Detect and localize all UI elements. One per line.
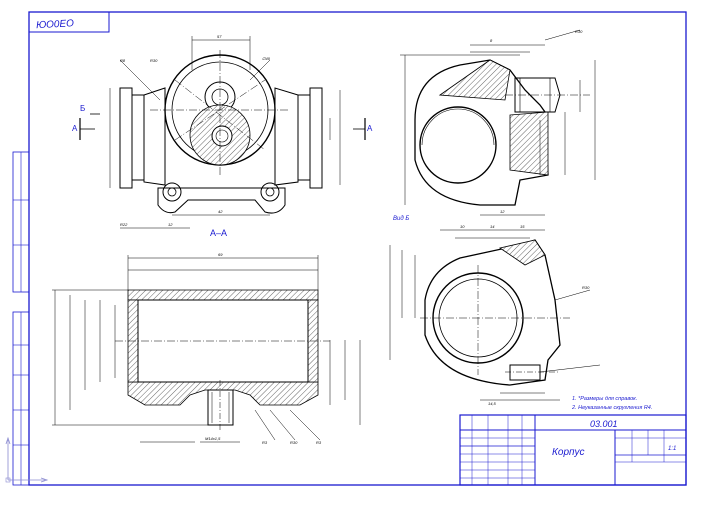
svg-text:R30: R30 <box>582 285 590 290</box>
section-view: 69 M14x1,5 R3 R30 R3 <box>52 252 361 445</box>
svg-text:69: 69 <box>218 252 223 257</box>
technical-notes: 1. *Размеры для справок. 2. Неуказанные … <box>571 396 652 411</box>
side-view: R30 8 12 <box>400 29 596 216</box>
svg-text:14,5: 14,5 <box>488 401 497 406</box>
view-title: Вид Б <box>393 216 409 222</box>
svg-text:R30: R30 <box>575 29 583 34</box>
title-block: 03.001 Корпус 1:1 <box>459 414 687 486</box>
svg-text:12: 12 <box>500 209 505 214</box>
svg-text:R22: R22 <box>120 222 128 227</box>
svg-text:∅40: ∅40 <box>262 56 271 61</box>
svg-text:R30: R30 <box>290 440 298 445</box>
section-arrow-letter-right: А <box>367 124 373 133</box>
svg-text:12: 12 <box>168 222 173 227</box>
svg-text:R3: R3 <box>316 440 322 445</box>
svg-text:R8: R8 <box>120 58 126 63</box>
section-arrows: А Б А <box>72 104 373 140</box>
svg-text:14: 14 <box>490 224 495 229</box>
note-1: 1. *Размеры для справок. <box>572 396 637 402</box>
code-stamp-box: ЮО0ЕО <box>28 11 110 33</box>
code-stamp: ЮО0ЕО <box>36 18 75 31</box>
note-2: 2. Неуказанные скругления R4. <box>571 405 652 411</box>
part-name: Корпус <box>552 447 585 458</box>
svg-text:15: 15 <box>520 224 525 229</box>
front-view: 57 R8 R30 ∅40 42 12 R22 <box>109 34 341 229</box>
section-arrow-letter-left: А <box>72 124 78 133</box>
svg-text:R30: R30 <box>150 58 158 63</box>
svg-text:10: 10 <box>460 224 465 229</box>
svg-text:42: 42 <box>218 209 223 214</box>
svg-text:R3: R3 <box>262 440 268 445</box>
section-title: А–А <box>210 228 227 238</box>
designation: 03.001 <box>590 419 618 429</box>
svg-text:8: 8 <box>490 38 493 43</box>
sheet-frame <box>12 11 687 486</box>
view-b: R30 10 14 15 14,5 <box>389 224 601 406</box>
svg-text:M14x1,5: M14x1,5 <box>205 436 221 441</box>
svg-text:57: 57 <box>217 34 222 39</box>
scale-value: 1:1 <box>668 446 676 452</box>
ucs-axes-icon <box>5 436 49 483</box>
view-arrow-letter: Б <box>80 104 85 113</box>
